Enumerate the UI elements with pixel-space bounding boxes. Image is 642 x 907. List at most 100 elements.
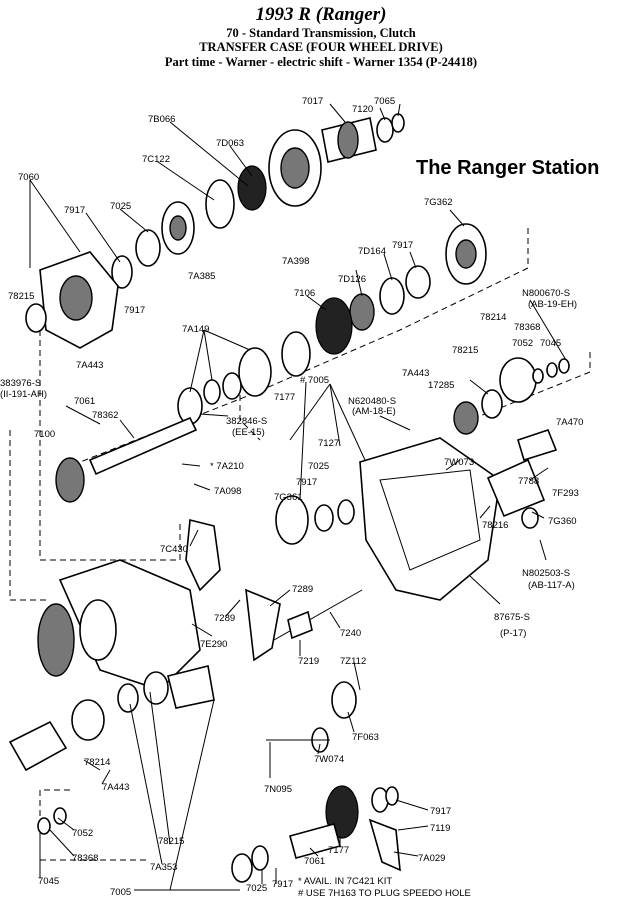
motor-and-sensor <box>486 429 558 529</box>
subtitle-transmission: 70 - Standard Transmission, Clutch <box>226 25 416 40</box>
label-7025-a: 7025 <box>110 201 131 212</box>
label-382846-spec: (EE-15) <box>232 427 265 438</box>
main-case-housing <box>275 437 501 601</box>
label-78216: 78216 <box>482 520 508 531</box>
label-383976-spec: (II-191-AH) <box>0 389 47 400</box>
watermark-text: The Ranger Station <box>416 157 600 179</box>
label-7119: 7119 <box>430 823 450 834</box>
label-7240: 7240 <box>340 628 361 639</box>
label-7061-a: 7061 <box>74 396 95 407</box>
label-7045-b: 7045 <box>38 876 59 887</box>
rear-cover-parts <box>177 223 487 425</box>
leader-lines <box>29 103 567 891</box>
label-7289-a: 7289 <box>292 584 313 595</box>
subtitle-part-number: Part time - Warner - electric shift - Wa… <box>164 54 478 69</box>
label-78214-a: 78214 <box>480 312 506 323</box>
label-7a210: * 7A210 <box>210 461 244 472</box>
label-7w073: 7W073 <box>444 457 474 468</box>
label-7917-d: 7917 <box>296 477 317 488</box>
label-382846: 382846-S <box>226 416 267 427</box>
label-78368-a: 78368 <box>514 322 540 333</box>
rear-output-yoke-assembly <box>453 357 570 435</box>
label-7c430: 7C430 <box>160 544 188 555</box>
label-7005-b: 7005 <box>110 887 131 898</box>
label-7052-a: 7052 <box>512 338 533 349</box>
label-n620480-spec: (AM-18-E) <box>352 406 396 417</box>
label-87675-spec: (P-17) <box>500 628 526 639</box>
label-7f063: 7F063 <box>352 732 379 743</box>
label-n800670-spec: (AB-19-EH) <box>528 299 577 310</box>
label-7n095: 7N095 <box>264 784 292 795</box>
label-78214-b: 78214 <box>84 757 110 768</box>
label-78215-a: 78215 <box>8 291 34 302</box>
label-7a385: 7A385 <box>188 271 215 282</box>
label-7120: 7120 <box>352 104 373 115</box>
label-7d126: 7D126 <box>338 274 366 285</box>
label-7g360: 7G360 <box>548 516 577 527</box>
label-7917-e: 7917 <box>430 806 451 817</box>
front-case-housing <box>37 559 201 691</box>
label-n802503: N802503-S <box>522 568 570 579</box>
label-n800670: N800670-S <box>522 288 570 299</box>
label-7a398: 7A398 <box>282 256 309 267</box>
label-7a149: 7A149 <box>182 324 209 335</box>
label-7z112: 7Z112 <box>340 656 366 667</box>
label-7917-c: 7917 <box>124 305 145 316</box>
label-7a353: 7A353 <box>150 862 177 873</box>
label-7052-b: 7052 <box>72 828 93 839</box>
label-78215-c: 78215 <box>158 836 184 847</box>
label-7289-b: 7289 <box>214 613 235 624</box>
label-7045-a: 7045 <box>540 338 561 349</box>
note-speedo-plug: # USE 7H163 TO PLUG SPEEDO HOLE <box>298 888 471 899</box>
label-7219: 7219 <box>298 656 319 667</box>
label-n802503-spec: (AB-117-A) <box>528 580 575 591</box>
label-7e290: 7E290 <box>200 639 227 650</box>
label-7127: 7127 <box>318 438 339 449</box>
label-7w074: 7W074 <box>314 754 344 765</box>
label-7f293: 7F293 <box>552 488 579 499</box>
label-7a443-c: 7A443 <box>102 782 129 793</box>
note-kit-availability: * AVAIL. IN 7C421 KIT <box>298 876 393 887</box>
label-7c122: 7C122 <box>142 154 170 165</box>
label-7025-b: 7025 <box>308 461 329 472</box>
output-shaft-assembly <box>111 113 405 289</box>
label-7061-b: 7061 <box>304 856 325 867</box>
label-7917-a: 7917 <box>64 205 85 216</box>
label-7a029: 7A029 <box>418 853 445 864</box>
label-78368-b: 78368 <box>72 853 98 864</box>
label-7788: 7788 <box>518 476 539 487</box>
label-7100: 7100 <box>34 429 55 440</box>
label-7a443-a: 7A443 <box>76 360 103 371</box>
label-7b066: 7B066 <box>148 114 175 125</box>
label-7177-a: 7177 <box>274 392 295 403</box>
label-7177-b: 7177 <box>328 845 349 856</box>
subtitle-transfer-case: TRANSFER CASE (FOUR WHEEL DRIVE) <box>199 40 443 55</box>
label-7d063: 7D063 <box>216 138 244 149</box>
diagram-header: 1993 R (Ranger) 70 - Standard Transmissi… <box>0 4 642 69</box>
label-7a443-b: 7A443 <box>402 368 429 379</box>
label-17285: 17285 <box>428 380 454 391</box>
label-7060: 7060 <box>18 172 39 183</box>
label-7917-f: 7917 <box>272 879 293 890</box>
lower-gear-parts <box>8 665 401 883</box>
label-7g362: 7G362 <box>424 197 453 208</box>
label-78362-a: 78362 <box>92 410 118 421</box>
label-78215-b: 78215 <box>452 345 478 356</box>
label-7a470: 7A470 <box>556 417 583 428</box>
label-7106: 7106 <box>294 288 315 299</box>
label-7917-b: 7917 <box>392 240 413 251</box>
label-7005-a: # 7005 <box>300 375 329 386</box>
label-n620480: N620480-S <box>348 396 396 407</box>
label-7g361: 7G361 <box>274 492 303 503</box>
front-output-housing <box>25 251 119 349</box>
diagram-title: 1993 R (Ranger) <box>255 4 387 25</box>
label-7025-c: 7025 <box>246 883 267 894</box>
input-shaft <box>55 416 198 503</box>
part-labels: 7017 7120 7065 7B066 7D063 7C122 7060 79… <box>0 96 583 898</box>
label-7065: 7065 <box>374 96 395 107</box>
label-7a098: 7A098 <box>214 486 241 497</box>
label-7017: 7017 <box>302 96 323 107</box>
label-87675: 87675-S <box>494 612 530 623</box>
label-383976: 383976-S <box>0 378 41 389</box>
